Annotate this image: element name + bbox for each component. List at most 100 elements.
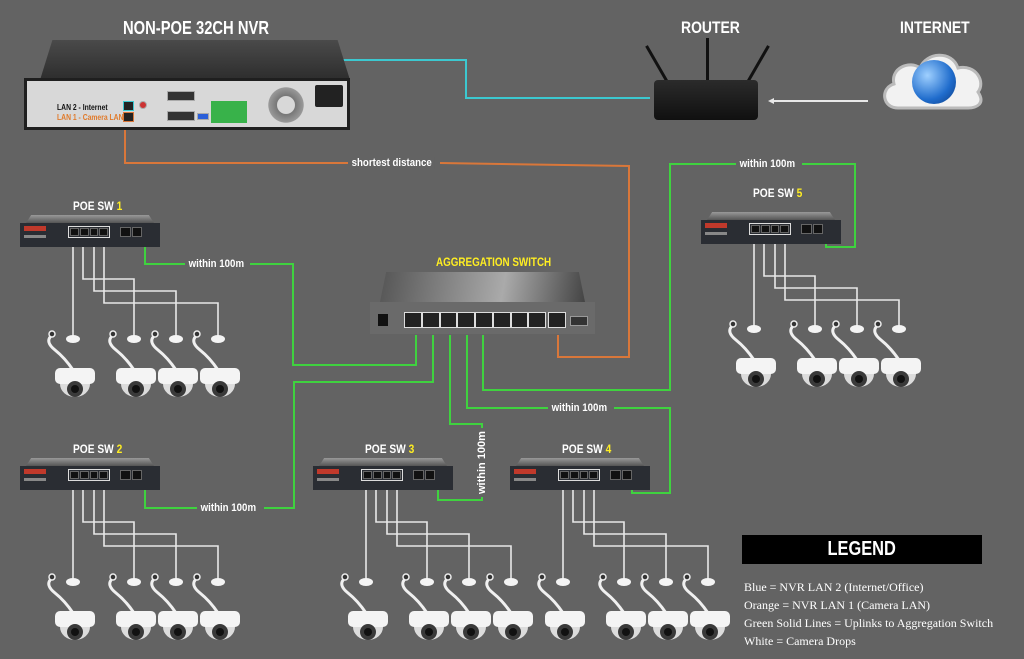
poe-port[interactable]	[589, 471, 598, 479]
agg-port[interactable]	[458, 313, 474, 327]
nvr-lan2-port[interactable]	[123, 101, 134, 111]
poe-switch-title: POE SW 1	[73, 199, 122, 213]
poe-switch-prefix: POE SW	[562, 442, 603, 456]
poe-port[interactable]	[89, 471, 99, 479]
poe-port[interactable]	[79, 228, 89, 236]
uplink-port[interactable]	[801, 224, 812, 234]
poe-switch-title: POE SW 5	[753, 186, 802, 200]
agg-port[interactable]	[493, 313, 510, 327]
dome-camera-icon	[192, 573, 240, 640]
uplink-port-group	[801, 224, 823, 234]
agg-port[interactable]	[476, 313, 492, 327]
fan-icon	[265, 85, 307, 125]
agg-port[interactable]	[422, 313, 439, 327]
camera-drop-cable	[82, 247, 135, 338]
poe-port-group	[68, 226, 110, 238]
poe-port[interactable]	[70, 228, 79, 236]
cable-orange-lan1-b	[439, 162, 630, 358]
agg-port-group	[404, 312, 546, 328]
camera-drop-cable	[103, 247, 219, 338]
usb-port-icon	[197, 113, 209, 120]
poe-port[interactable]	[569, 471, 579, 479]
dome-camera-icon	[340, 573, 388, 640]
brand-logo	[24, 469, 46, 474]
uplink-port[interactable]	[131, 470, 142, 480]
poe-port[interactable]	[363, 471, 372, 479]
poe-port[interactable]	[780, 225, 789, 233]
poe-port[interactable]	[99, 228, 108, 236]
poe-port[interactable]	[79, 471, 89, 479]
poe-switch-badge	[317, 478, 339, 481]
poe-port[interactable]	[392, 471, 401, 479]
dome-camera-icon	[537, 573, 585, 640]
brand-logo	[514, 469, 536, 474]
camera-drop-cable	[93, 490, 177, 581]
uplink-port-group	[610, 470, 632, 480]
poe-switch-prefix: POE SW	[73, 442, 114, 456]
dc-power-port-icon	[378, 314, 388, 326]
poe-port[interactable]	[89, 228, 99, 236]
dome-camera-icon	[150, 330, 198, 397]
nvr-lan1-label: LAN 1 - Camera LAN	[57, 113, 124, 122]
aggregation-switch	[370, 272, 595, 334]
dome-camera-icon	[443, 573, 491, 640]
uplink-port[interactable]	[120, 470, 131, 480]
dome-camera-icon	[789, 320, 837, 387]
poe-switch-badge	[514, 478, 536, 481]
legend-item-green: Green Solid Lines = Uplinks to Aggregati…	[744, 616, 994, 630]
poe-port[interactable]	[70, 471, 79, 479]
uplink-port[interactable]	[120, 227, 131, 237]
label-sw3-distance: within 100m	[476, 428, 488, 497]
dome-camera-icon	[598, 573, 646, 640]
poe-switch	[701, 212, 841, 244]
uplink-port-group	[120, 227, 142, 237]
audio-port-icon	[139, 101, 147, 109]
uplink-port[interactable]	[131, 227, 142, 237]
cable-green-sw3-b	[437, 483, 483, 501]
uplink-port[interactable]	[621, 470, 632, 480]
poe-port-group	[558, 469, 600, 481]
dome-camera-icon	[485, 573, 533, 640]
poe-switch-number: 4	[605, 442, 612, 456]
label-sw5-distance: within 100m	[737, 158, 798, 170]
uplink-port[interactable]	[610, 470, 621, 480]
poe-port[interactable]	[760, 225, 770, 233]
uplink-port-group	[120, 470, 142, 480]
globe-icon	[912, 60, 956, 104]
agg-port[interactable]	[440, 313, 457, 327]
legend-item-orange: Orange = NVR LAN 1 (Camera LAN)	[744, 598, 931, 612]
nvr-title: NON-POE 32CH NVR	[123, 18, 269, 38]
agg-port[interactable]	[405, 313, 421, 327]
poe-port[interactable]	[751, 225, 760, 233]
cable-green-sw2-b	[264, 335, 434, 509]
poe-port[interactable]	[560, 471, 569, 479]
dome-camera-icon	[640, 573, 688, 640]
camera-drop-cable	[396, 490, 512, 581]
poe-port[interactable]	[99, 471, 108, 479]
poe-port[interactable]	[372, 471, 382, 479]
dome-camera-icon	[192, 330, 240, 397]
nvr-lan1-port[interactable]	[123, 112, 134, 122]
camera-drop-cable	[583, 490, 667, 581]
uplink-port[interactable]	[812, 224, 823, 234]
poe-switch-badge	[24, 235, 46, 238]
uplink-port[interactable]	[424, 470, 435, 480]
poe-switch	[510, 458, 650, 490]
alarm-terminal-icon	[211, 101, 247, 123]
agg-uplink-port[interactable]	[548, 312, 566, 328]
legend-title: LEGEND	[742, 535, 982, 564]
brand-logo	[317, 469, 339, 474]
agg-sfp-port[interactable]	[570, 316, 588, 326]
agg-port[interactable]	[511, 313, 528, 327]
antenna-icon	[706, 38, 709, 82]
uplink-port[interactable]	[413, 470, 424, 480]
poe-port[interactable]	[579, 471, 589, 479]
poe-port[interactable]	[382, 471, 392, 479]
cable-green-sw4	[466, 335, 548, 409]
router-title: ROUTER	[681, 18, 740, 37]
dome-camera-icon	[108, 330, 156, 397]
poe-switch-badge	[705, 232, 727, 235]
agg-port[interactable]	[529, 313, 545, 327]
cable-green-sw1-b	[250, 263, 417, 366]
poe-port[interactable]	[770, 225, 780, 233]
